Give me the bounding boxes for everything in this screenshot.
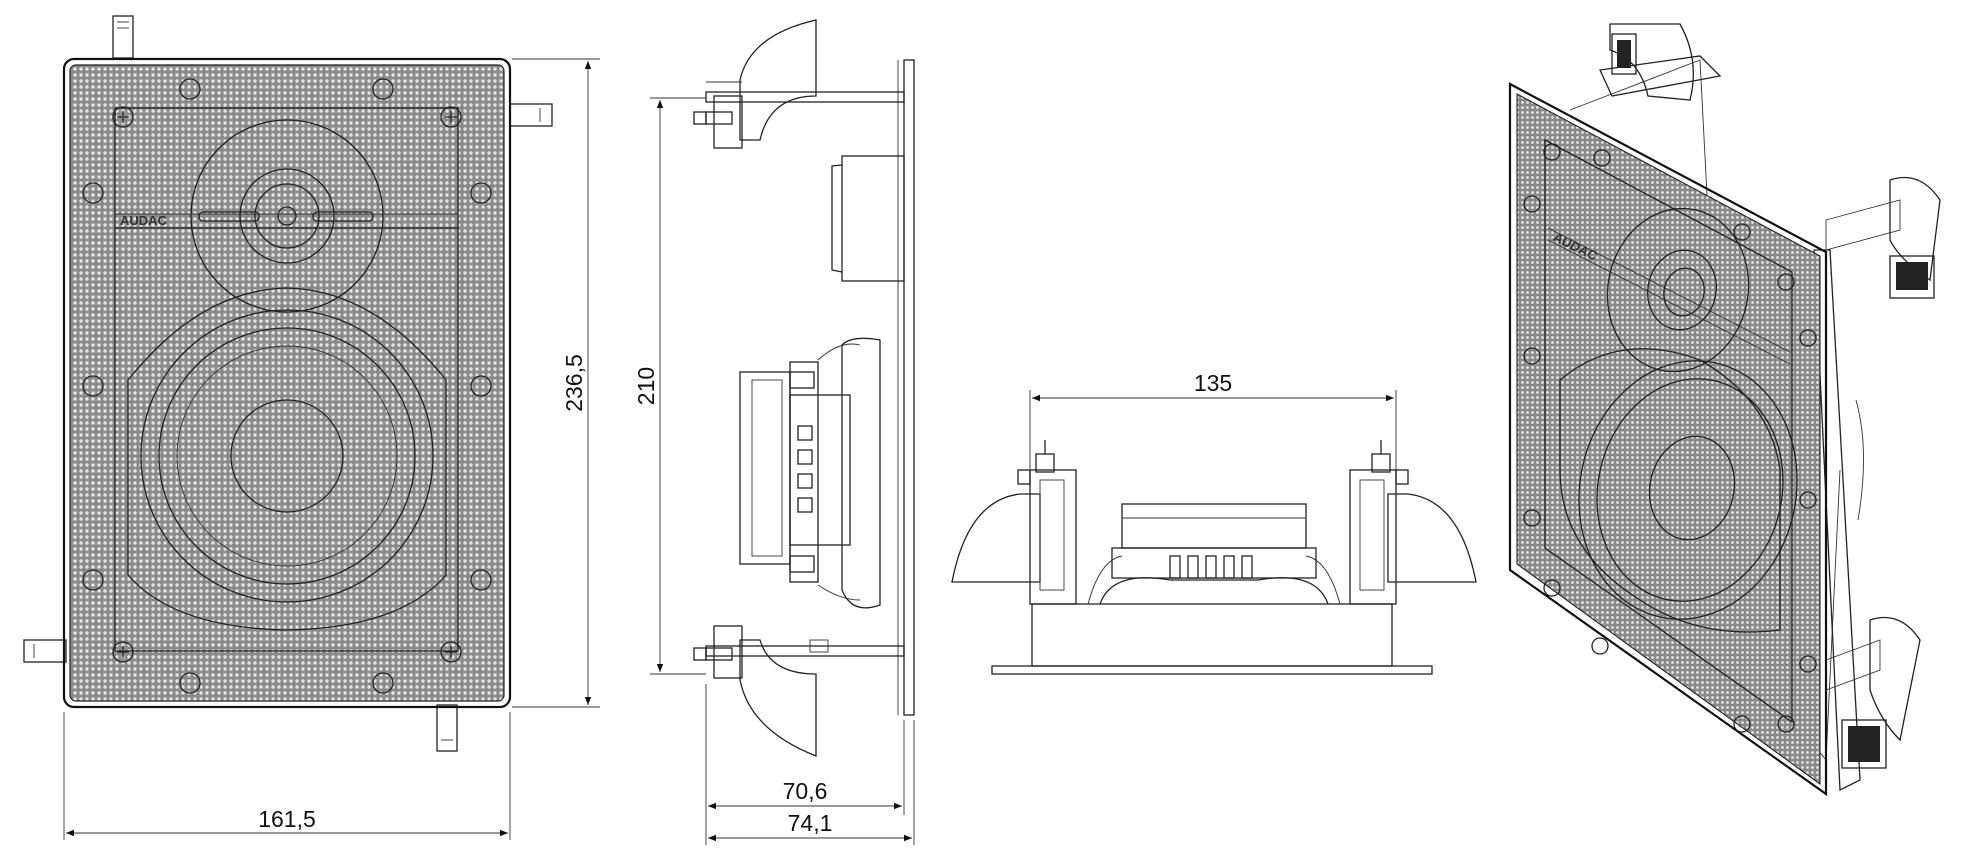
front-grille — [69, 64, 505, 702]
side-height-dimension: 210 — [633, 97, 706, 675]
front-height-dimension: 236,5 — [512, 58, 600, 708]
front-height-label: 236,5 — [561, 354, 587, 412]
front-clamp-bottom — [436, 704, 458, 752]
front-view: AUDAC — [23, 15, 600, 840]
bottom-motor — [1087, 503, 1341, 605]
bottom-left-mount — [951, 440, 1077, 605]
front-mount-holes — [82, 78, 492, 694]
front-woofer — [127, 287, 447, 631]
perspective-clamp-right-bottom — [1825, 616, 1921, 769]
front-frame — [62, 57, 512, 709]
front-clamp-right — [509, 103, 553, 127]
perspective-view: AUDAC — [1508, 23, 1941, 797]
front-tweeter — [190, 119, 384, 313]
bottom-width-dimension: 135 — [1029, 370, 1397, 470]
bottom-right-mount — [1349, 440, 1477, 605]
front-clamp-left — [23, 639, 67, 663]
front-clamp-top — [112, 15, 134, 59]
perspective-clamp-right-top — [1825, 176, 1941, 299]
side-depth-inner-label: 70,6 — [783, 778, 828, 804]
perspective-grille — [1516, 93, 1821, 786]
perspective-clamp-top — [1609, 23, 1694, 101]
side-bezel — [903, 59, 915, 716]
side-top-mount — [693, 19, 905, 149]
side-view: 210 70,6 74,1 — [633, 19, 915, 845]
perspective-drivers — [1559, 207, 1798, 633]
bottom-view: 135 — [951, 370, 1477, 675]
side-height-label: 210 — [633, 367, 659, 405]
front-screws — [112, 106, 462, 663]
front-logo: AUDAC — [120, 213, 168, 228]
side-bottom-mount — [693, 625, 905, 757]
perspective-baffle — [1544, 138, 1793, 724]
front-baffle-outline — [114, 107, 459, 652]
front-width-label: 161,5 — [258, 806, 316, 832]
front-width-dimension: 161,5 — [63, 712, 511, 840]
perspective-frame — [1508, 82, 1828, 797]
side-body — [739, 155, 905, 609]
perspective-mount-holes — [1523, 143, 1817, 733]
bottom-bezel — [991, 665, 1433, 675]
side-depth-total-label: 74,1 — [788, 810, 833, 836]
bottom-width-label: 135 — [1194, 370, 1232, 396]
side-depth-dimensions: 70,6 74,1 — [705, 684, 915, 845]
